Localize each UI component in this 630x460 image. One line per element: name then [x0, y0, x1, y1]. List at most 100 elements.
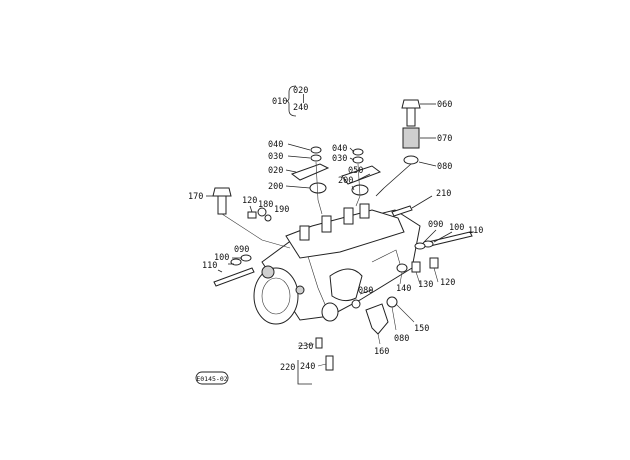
side-boss — [329, 268, 363, 302]
label-090a: 090 — [234, 245, 249, 255]
leader-stack-to-body — [375, 163, 412, 197]
part-060-shank — [406, 107, 416, 127]
leader-040b — [349, 147, 355, 153]
part-160-lever — [365, 303, 389, 335]
leader-030b — [349, 157, 355, 161]
label-150: 150 — [414, 324, 429, 334]
part-labels: 060 070 080 040 030 020 200 040 030 050 … — [188, 100, 483, 373]
callout-parent-label: 010 — [272, 97, 287, 107]
stud-b — [355, 163, 361, 207]
leader-050 — [357, 173, 371, 181]
part-190-shape — [264, 214, 272, 222]
label-040b: 040 — [332, 144, 347, 154]
part-110b-bolt — [427, 231, 473, 247]
label-030b: 030 — [332, 154, 347, 164]
delivery-holder-2 — [321, 215, 332, 233]
drawing-code-frame — [195, 371, 229, 385]
label-090b: 090 — [428, 220, 443, 230]
label-060: 060 — [437, 100, 452, 110]
leader-240 — [317, 363, 327, 367]
part-040a-washer — [310, 146, 322, 154]
delivery-holder-4 — [359, 203, 370, 219]
part-020-plate — [290, 163, 330, 181]
part-080-shape — [403, 155, 419, 165]
label-180: 180 — [258, 200, 273, 210]
clamp-plates — [290, 146, 382, 215]
label-100a: 100 — [214, 253, 229, 263]
leader-020 — [285, 169, 297, 173]
label-110a: 110 — [202, 261, 217, 271]
part-170 — [212, 187, 291, 249]
leader-160 — [377, 333, 381, 345]
group-callout: 010 020 | 240 — [272, 85, 308, 117]
pump-body — [253, 203, 421, 325]
label-050: 050 — [348, 166, 363, 176]
leader-120a — [249, 205, 253, 213]
leader-080b — [359, 289, 373, 295]
right-bolt-set — [391, 195, 473, 250]
governor-cover-inner — [261, 277, 291, 315]
part-240-shape — [325, 355, 334, 371]
leader-040a — [287, 143, 311, 151]
leader-100b — [433, 231, 453, 243]
part-130-shape — [411, 261, 421, 273]
leader-210 — [411, 195, 433, 209]
part-070-shape — [402, 127, 420, 149]
leader-lines — [206, 143, 474, 295]
label-200a: 200 — [268, 182, 283, 192]
label-080a: 080 — [437, 162, 452, 172]
cover-boss — [261, 265, 275, 279]
label-160: 160 — [374, 347, 389, 357]
part-180-shape — [257, 207, 267, 217]
governor-cover — [253, 267, 299, 325]
label-140: 140 — [396, 284, 411, 294]
part-120a-shape — [247, 211, 257, 219]
part-090b-washer — [414, 242, 426, 250]
label-030a: 030 — [268, 152, 283, 162]
part-040b-washer — [352, 148, 364, 156]
label-040a: 040 — [268, 140, 283, 150]
label-110b: 110 — [468, 226, 483, 236]
part-100a-washer — [230, 258, 242, 266]
leader-150 — [395, 303, 415, 323]
leader-230 — [297, 343, 315, 347]
cover-bolt — [295, 285, 305, 295]
lower-boss — [321, 302, 339, 322]
label-230: 230 — [298, 342, 313, 352]
bottom-parts — [297, 337, 334, 385]
label-070: 070 — [437, 134, 452, 144]
rib — [371, 249, 401, 265]
label-210: 210 — [436, 189, 451, 199]
leader-200a — [285, 185, 311, 189]
label-020: 020 — [268, 166, 283, 176]
lever-assembly — [351, 296, 415, 345]
delivery-holder-1 — [299, 225, 310, 241]
label-120b: 120 — [440, 278, 455, 288]
leader-080c — [391, 306, 397, 331]
part-060-shape — [401, 99, 421, 109]
callout-range-dash: | — [301, 94, 306, 104]
part-110a-bolt — [213, 267, 255, 287]
callout-range-end: 240 — [293, 103, 308, 113]
drawing-code-text: E0145-02 — [196, 375, 227, 383]
part-230-shape — [315, 337, 323, 349]
label-190: 190 — [274, 205, 289, 215]
bleed-screw-stack — [375, 99, 437, 197]
right-lower-cluster — [396, 257, 439, 285]
part-120b-shape — [429, 257, 439, 269]
part-210-shape — [391, 205, 413, 217]
part-050-plate — [341, 165, 382, 185]
left-bolt-set — [213, 254, 255, 287]
part-080b-shape — [351, 299, 361, 309]
leader-200b — [351, 185, 355, 191]
bracket-220 — [297, 360, 312, 385]
leader-120b — [433, 267, 439, 283]
stud-a — [315, 161, 323, 215]
part-140-shape — [396, 263, 408, 273]
label-200b: 200 — [338, 176, 353, 186]
callout-range-start: 020 — [293, 86, 308, 96]
part-080c-shape — [386, 296, 398, 308]
leader-110a — [217, 269, 223, 273]
part-030a-nut — [310, 154, 322, 162]
